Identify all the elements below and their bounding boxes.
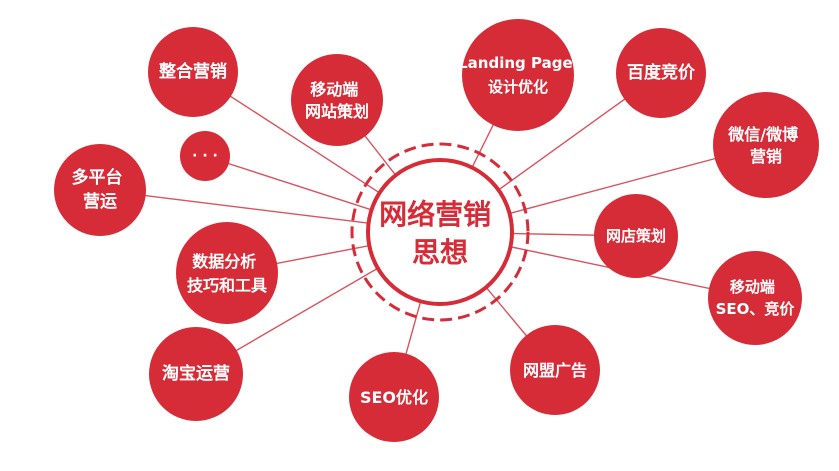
- node-label: SEO、竞价: [716, 300, 796, 318]
- node-circle: [708, 251, 802, 345]
- node-mobile-site: 移动端 网站策划: [291, 54, 383, 146]
- node-circle: [594, 194, 678, 278]
- node-circle: [349, 352, 439, 442]
- node-shop: 网店策划: [594, 194, 678, 278]
- center-dashed-ring: [350, 142, 530, 322]
- svg-text:多平台 营运: 多平台 营运: [72, 167, 129, 212]
- node-label: 营运: [83, 191, 117, 212]
- node-label: 微信/微博: [727, 125, 798, 144]
- svg-text:微信/微博 营销: 微信/微博 营销: [727, 125, 803, 166]
- center-node: 网络营销 思想: [350, 142, 530, 322]
- svg-text:整合营销: 整合营销: [159, 61, 227, 82]
- node-circle: [180, 131, 230, 181]
- node-label: SEO优化: [360, 388, 428, 407]
- node-label: · · ·: [192, 148, 218, 164]
- node-label: 网店策划: [606, 227, 666, 245]
- node-label: 整合营销: [159, 61, 227, 82]
- node-circle: [149, 327, 243, 421]
- node-affiliate: 网盟广告: [510, 325, 600, 415]
- node-label: 百度竞价: [627, 62, 696, 83]
- node-circle: [176, 222, 278, 324]
- node-multi-platform: 多平台 营运: [54, 144, 146, 236]
- center-circle: [366, 158, 514, 306]
- node-circle: [291, 54, 383, 146]
- node-zhenghe: 整合营销: [148, 27, 238, 117]
- node-circle: [54, 144, 146, 236]
- svg-text:网络营销 思想: 网络营销 思想: [379, 198, 501, 269]
- node-label: 网站策划: [305, 102, 369, 121]
- node-circle: [510, 325, 600, 415]
- svg-text:网盟广告: 网盟广告: [523, 361, 587, 380]
- svg-text:移动端 SEO、竞价: 移动端 SEO、竞价: [716, 278, 796, 318]
- node-baidu: 百度竞价: [616, 28, 706, 118]
- node-circle: [713, 92, 819, 198]
- node-label: 技巧和工具: [187, 276, 267, 295]
- node-label: 网盟广告: [523, 361, 587, 380]
- node-label: 数据分析: [192, 252, 256, 271]
- svg-text:淘宝运营: 淘宝运营: [162, 363, 230, 384]
- svg-text:网店策划: 网店策划: [606, 227, 666, 245]
- node-circle: [148, 27, 238, 117]
- svg-text:· · ·: · · ·: [192, 148, 218, 164]
- svg-text:SEO优化: SEO优化: [360, 388, 428, 407]
- node-label: 设计优化: [488, 78, 548, 96]
- node-label: 淘宝运营: [162, 363, 230, 384]
- node-label: Landing Page: [458, 54, 573, 72]
- node-data-analysis: 数据分析 技巧和工具: [176, 222, 278, 324]
- node-wechat: 微信/微博 营销: [713, 92, 819, 198]
- topic-nodes: 整合营销 移动端 网站策划 Landing Page 设计优化 百度竞价: [54, 19, 819, 442]
- node-label: 移动端: [310, 80, 358, 99]
- svg-text:百度竞价: 百度竞价: [627, 62, 696, 83]
- node-label: 营销: [750, 147, 782, 166]
- svg-text:数据分析 技巧和工具: 数据分析 技巧和工具: [187, 252, 267, 295]
- node-landing: Landing Page 设计优化: [458, 19, 578, 131]
- node-taobao: 淘宝运营: [149, 327, 243, 421]
- node-circle: [616, 28, 706, 118]
- node-label: 移动端: [730, 278, 775, 296]
- node-seo: SEO优化: [349, 352, 439, 442]
- svg-text:Landing Page 设计优化: Landing Page 设计优化: [458, 54, 578, 96]
- center-title-line1: 网络营销: [379, 198, 491, 231]
- svg-text:移动端 网站策划: 移动端 网站策划: [305, 80, 369, 121]
- node-circle: [462, 19, 574, 131]
- center-title-line2: 思想: [412, 236, 468, 269]
- node-mobile-seo: 移动端 SEO、竞价: [708, 251, 802, 345]
- node-label: 多平台: [72, 167, 123, 188]
- node-dots: · · ·: [180, 131, 230, 181]
